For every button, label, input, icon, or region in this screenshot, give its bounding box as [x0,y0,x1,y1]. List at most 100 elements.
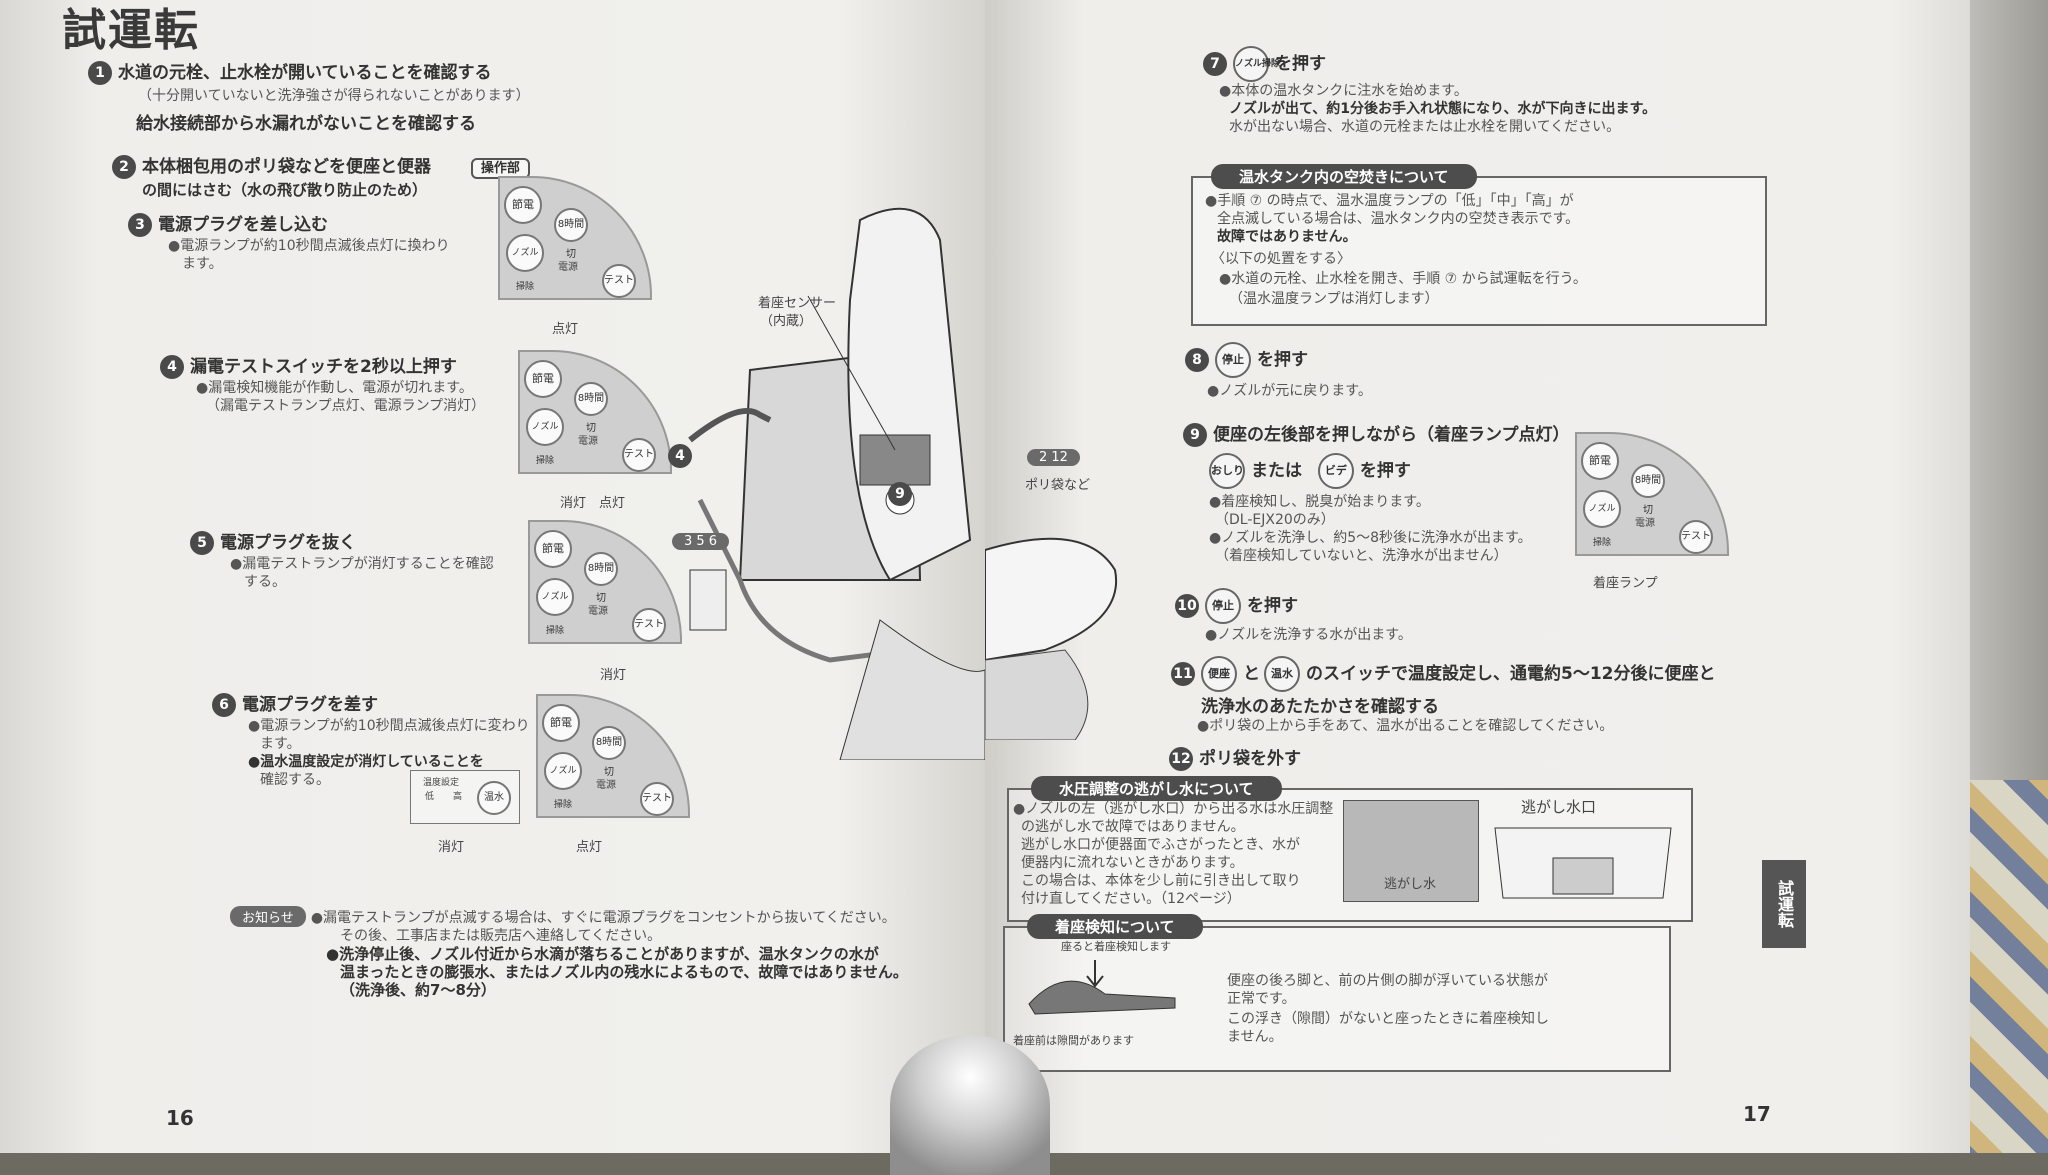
notice-section: お知らせ ●漏電テストランプが点滅する場合は、すぐに電源プラグをコンセントから抜… [230,906,908,999]
seat-fig-top: 座ると着座検知します [1061,940,1171,953]
step-1-line-2: （十分開いていないと洗浄強さが得られないことがあります） [138,88,530,104]
eight-hour-button[interactable]: 8時間切 [1631,464,1665,516]
setsuden-button[interactable]: 節電 [534,530,572,568]
step-7-line-1: ●本体の温水タンクに注水を始めます。 [1219,83,1468,99]
pressure-line-1: ●ノズルの左（逃がし水口）から出る水は水圧調整 [1013,801,1334,817]
notice-line-5: （洗浄後、約7～8分） [340,981,496,999]
step-7-line-3: 水が出ない場合、水道の元栓または止水栓を開いてください。 [1229,119,1621,135]
notice-line-3: ●洗浄停止後、ノズル付近から水滴が落ちることがありますが、温水タンクの水が [326,945,879,963]
setsuden-button[interactable]: 節電 [542,704,580,742]
notice-line-2: その後、工事店または販売店へ連絡してください。 [340,928,662,944]
test-button[interactable]: テスト [640,782,674,816]
water-temp-icon[interactable]: 温水 [1264,656,1300,692]
step-number: 4 [160,355,184,379]
control-panel-step-9: 節電 8時間切 ノズル掃除 電源 テスト [1575,432,1729,556]
warm-water-button[interactable]: 温水 [477,781,511,815]
toilet-illustration-right [985,537,1118,740]
step-5-caption: 消灯 [600,668,627,683]
notice-line-4: 温まったときの膨張水、またはノズル内の残水によるもので、故障ではありません。 [340,963,908,981]
notice-line-1: ●漏電テストランプが点滅する場合は、すぐに電源プラグをコンセントから抜いてくださ… [310,910,896,926]
power-lamp-label: 電源 [588,606,608,617]
step-9-line-2: （DL-EJX20のみ） [1215,512,1335,528]
stop-icon[interactable]: 停止 [1205,588,1241,624]
step-7-line-2: ノズルが出て、約1分後お手入れ状態になり、水が下向きに出ます。 [1229,101,1657,117]
page-title: 試運転 [62,5,200,56]
nozzle-clean-button[interactable]: ノズル掃除 [536,578,574,636]
power-lamp-label: 電源 [558,262,578,273]
eight-hour-button[interactable]: 8時間切 [592,726,626,778]
step-number: 8 [1185,348,1209,372]
tank-line-3: 故障ではありません。 [1217,229,1357,245]
setsuden-button[interactable]: 節電 [504,186,542,224]
test-button[interactable]: テスト [622,438,656,472]
pressure-line-2: の逃がし水で故障ではありません。 [1021,819,1245,835]
setsuden-button[interactable]: 節電 [524,360,562,398]
section-side-tab: 試運転 [1762,860,1806,948]
power-lamp-label: 電源 [578,436,598,447]
seat-sensor-sublabel: （内蔵） [760,314,813,329]
tank-box-title: 温水タンク内の空焚きについて [1211,164,1477,189]
step-11-line-1: ●ポリ袋の上から手をあて、温水が出ることを確認してください。 [1197,718,1614,734]
setsuden-button[interactable]: 節電 [1581,442,1619,480]
callout-9: 9 [888,482,912,506]
seat-line-4: ません。 [1227,1029,1283,1045]
control-panel-step-6: 節電 8時間切 ノズル掃除 電源 テスト [536,694,690,818]
step-number: 12 [1169,747,1193,771]
eight-hour-button[interactable]: 8時間切 [554,208,588,260]
nozzle-clean-icon[interactable]: ノズル掃除 [1233,46,1280,82]
step-9-mid: または [1251,461,1302,481]
step-number: 5 [190,531,214,555]
bidet-icon[interactable]: ビデ [1317,453,1354,489]
seat-sensor-label: 着座センサー [758,296,837,311]
test-button[interactable]: テスト [602,264,636,298]
step-2-line-2: の間にはさむ（水の飛び散り防止のため） [142,181,428,199]
pressure-photo-left: 逃がし水 [1343,800,1479,902]
oshiri-icon[interactable]: おしり [1209,453,1245,489]
seat-temp-icon[interactable]: 便座 [1201,656,1237,692]
eight-hour-button[interactable]: 8時間切 [584,552,618,604]
step-8-line-1: ●ノズルが元に戻ります。 [1207,383,1372,399]
step-4-line-1: 漏電テストスイッチを2秒以上押す [190,357,457,377]
step-1-line-1: 水道の元栓、止水栓が開いていることを確認する [118,63,492,83]
relief-outlet-diagram [1494,827,1672,899]
step-9-line-4: （着座検知していないと、洗浄水が出ません） [1215,548,1508,564]
seat-gap-diagram [1028,960,1176,1015]
test-button[interactable]: テスト [632,608,666,642]
power-lamp-label: 電源 [1635,518,1655,529]
nozzle-clean-button[interactable]: ノズル掃除 [544,752,582,810]
step-9-head: 便座の左後部を押しながら（着座ランプ点灯） [1213,425,1570,445]
seat-info-box: 着座検知について 座ると着座検知します 着座前は隙間があります 便座の後ろ脚と、… [1003,914,1671,1072]
stop-icon[interactable]: 停止 [1215,342,1251,378]
step-6-line-3: ます。 [260,736,301,752]
callout-4: 4 [668,444,692,468]
nozzle-clean-button[interactable]: ノズル掃除 [1583,490,1621,548]
nozzle-clean-button[interactable]: ノズル掃除 [506,234,544,292]
seat-line-2: 正常です。 [1227,991,1296,1007]
step-number: 10 [1175,594,1199,618]
seat-lamp-caption: 着座ランプ [1593,576,1658,591]
step-5-line-1: 電源プラグを抜く [220,533,356,553]
step-9-line-1: ●着座検知し、脱臭が始まります。 [1209,494,1430,510]
step-10-head: を押す [1247,596,1298,616]
step-number: 7 [1203,52,1227,76]
test-button[interactable]: テスト [1679,520,1713,554]
tank-line-2: 全点滅している場合は、温水タンク内の空焚き表示です。 [1217,211,1580,227]
step-number: 9 [1183,423,1207,447]
step-1-line-3: 給水接続部から水漏れがないことを確認する [136,114,476,134]
control-panel-step-3: 節電 8時間切 ノズル掃除 電源 テスト [498,176,652,300]
nozzle-clean-button[interactable]: ノズル掃除 [526,408,564,466]
plastic-bag-label: ポリ袋など [1025,478,1091,493]
relief-water-label: 逃がし水 [1384,877,1437,892]
page-number-left: 16 [166,1106,194,1130]
step-number: 11 [1171,662,1195,686]
step-10-line-1: ●ノズルを洗浄する水が出ます。 [1205,627,1412,643]
step-11-head: のスイッチで温度設定し、通電約5～12分後に便座と [1306,664,1716,684]
page-number-right: 17 [1743,1102,1771,1126]
eight-hour-button[interactable]: 8時間切 [574,382,608,434]
tank-line-6: （温水温度ランプは消灯します） [1229,291,1439,307]
